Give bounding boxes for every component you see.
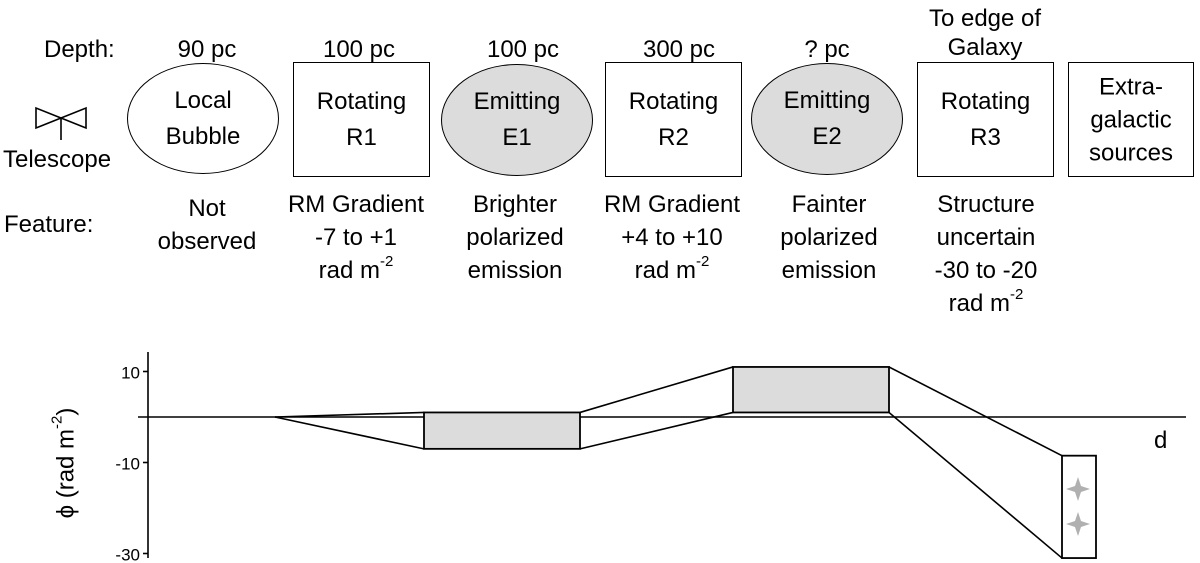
source-star-icon <box>1066 512 1090 536</box>
depth-label: Depth: <box>44 36 115 63</box>
x-axis-label: d <box>1154 427 1168 454</box>
connector-line <box>888 411 1063 559</box>
source-star-icon <box>1066 477 1090 501</box>
connector-line <box>579 366 734 414</box>
y-tick-label: -10 <box>115 455 140 474</box>
telescope-label: Telescope <box>3 146 112 173</box>
depth-local-bubble: 90 pc <box>177 36 237 63</box>
depth-e2: ? pc <box>804 36 850 63</box>
region-box-r3 <box>1061 454 1097 559</box>
feature-r1: RM Gradient-7 to +1 rad m-2 <box>287 191 425 284</box>
depth-e1: 100 pc <box>486 36 560 63</box>
region-box-r2 <box>732 366 890 414</box>
connector-line <box>579 411 734 450</box>
y-axis-label: ϕ (rad m-2) <box>48 407 80 519</box>
y-tick-label: 10 <box>121 364 140 383</box>
y-tick-label: -30 <box>115 546 140 563</box>
depth-r1: 100 pc <box>322 36 396 63</box>
connector-line <box>888 366 1063 457</box>
feature-label: Feature: <box>4 211 94 238</box>
feature-r2: RM Gradient+4 to +10 rad m-2 <box>603 191 741 284</box>
depth-r2: 300 pc <box>642 36 716 63</box>
connector-line <box>274 416 425 450</box>
connector-line <box>274 411 425 418</box>
depth-r3: To edge of Galaxy <box>928 5 1042 61</box>
region-box-r1 <box>423 411 581 450</box>
